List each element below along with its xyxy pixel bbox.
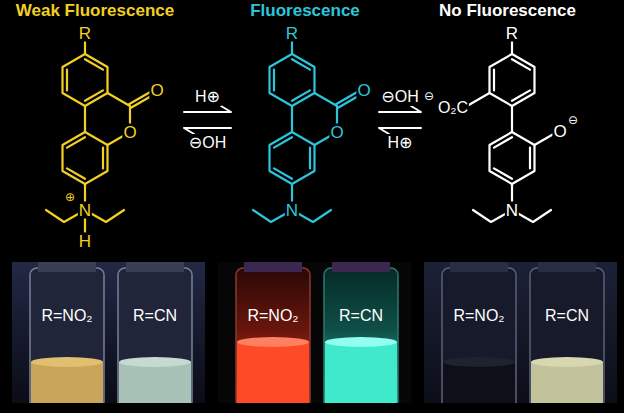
photo-neutral [218,260,411,408]
atom-label: O₂C [437,100,469,116]
photo-panel: R=NO₂ R=CN [218,262,411,403]
state-heading: Weak Fluorescence [16,2,174,20]
atom-label: O [552,123,567,140]
protonated-coumarin [46,41,154,232]
photo-basic [424,260,617,408]
structure-panel: Weak Fluorescence [10,0,180,252]
state-heading: No Fluorescence [439,2,576,20]
equilibrium-arrow [184,106,231,112]
atom-label: ⊖ [423,90,435,102]
arrow-label: H⊕ [386,134,415,152]
sample-label: R=CN [339,308,383,324]
ring-opened-form [467,41,557,222]
structure-panel: Fluorescence [235,0,375,252]
sample-label: R=NO₂ [453,308,504,324]
atom-label: O [329,124,344,141]
atom-label: ⊖ [567,114,579,126]
sample-label: R=CN [133,308,177,324]
atom-label: H [78,233,92,250]
state-heading: Fluorescence [250,2,360,20]
atom-label: N [505,202,519,219]
photo-acidic [12,260,205,408]
sample-label: R=NO₂ [247,308,298,324]
arrow-label: ⊖OH [379,88,420,106]
arrow-label: ⊖OH [187,134,228,152]
neutral-coumarin [253,41,361,222]
atom-label: R [78,25,92,42]
atom-label: R [505,25,519,42]
atom-label: O [122,124,137,141]
sample-label: R=CN [545,308,589,324]
photo-panel: R=NO₂ R=CN [424,262,617,403]
equilibrium-arrow [379,106,421,112]
photo-panel: R=NO₂ R=CN [12,262,205,403]
atom-label: N [78,202,92,219]
atom-label: ⊕ [64,191,76,203]
atom-label: O [149,82,164,99]
sample-label: R=NO₂ [41,308,92,324]
arrow-label: H⊕ [193,88,222,106]
atom-label: O [356,82,371,99]
atom-label: N [285,202,299,219]
atom-label: R [285,25,299,42]
